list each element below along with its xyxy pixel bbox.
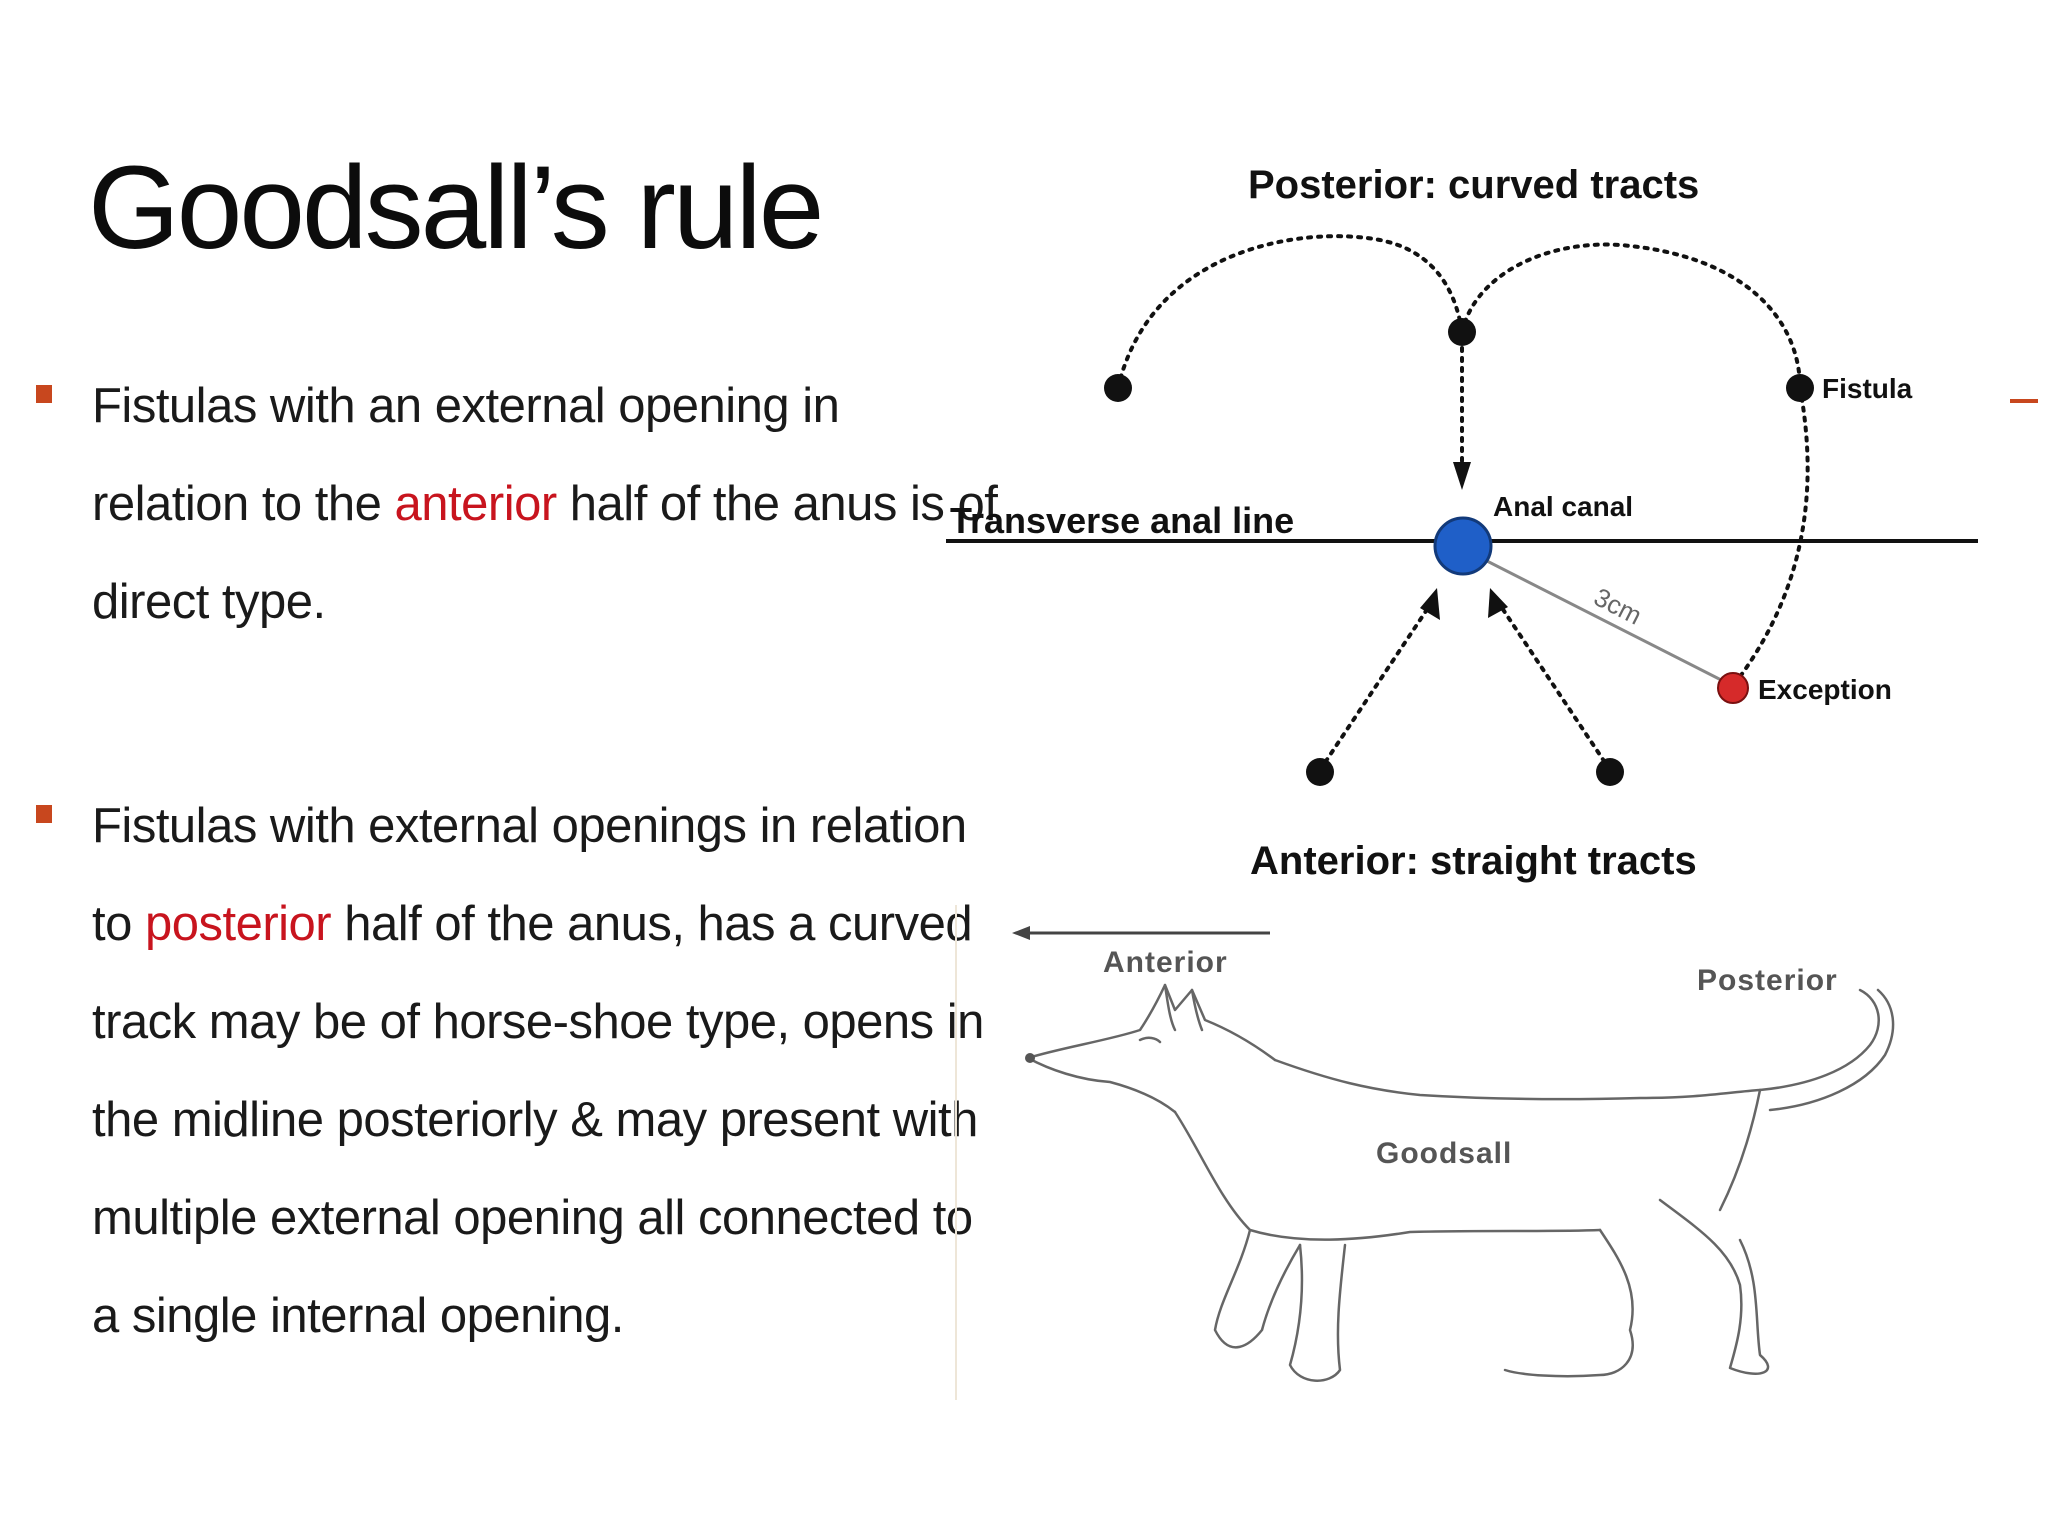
text-run: Fistulas with an external opening in bbox=[92, 379, 840, 433]
anal-canal bbox=[1433, 516, 1493, 576]
edge-accent-mark bbox=[2010, 399, 2038, 403]
dog-anterior-label: Anterior bbox=[1103, 946, 1228, 979]
anal-canal-label: Anal canal bbox=[1493, 491, 1633, 522]
anterior-arrow-head bbox=[1012, 926, 1030, 940]
text-run: relation to the bbox=[92, 477, 395, 531]
dog-posterior-label: Posterior bbox=[1697, 964, 1838, 997]
bullet-1-line-3: direct type. bbox=[92, 574, 326, 630]
posterior-heading: Posterior: curved tracts bbox=[1248, 163, 1699, 207]
arrow-head-right bbox=[1488, 588, 1508, 618]
highlight-anterior: anterior bbox=[394, 477, 558, 531]
curved-tract-right bbox=[1460, 242, 1802, 390]
text-run: half of the anus, has a curved bbox=[331, 897, 973, 951]
distance-line bbox=[1484, 558, 1734, 688]
bullet-2-line-4: the midline posteriorly & may present wi… bbox=[92, 1092, 978, 1148]
exception-label: Exception bbox=[1758, 674, 1892, 705]
straight-tract-right bbox=[1498, 603, 1612, 772]
text-run: half of the anus is of bbox=[556, 477, 998, 531]
dog-nose bbox=[1025, 1053, 1035, 1063]
transverse-line-label: Transverse anal line bbox=[950, 500, 1294, 541]
horseshoe-tract bbox=[1731, 386, 1810, 688]
text-run: direct type. bbox=[92, 575, 326, 629]
bullet-2-line-2: to posterior half of the anus, has a cur… bbox=[92, 896, 973, 952]
bullet-1-line-1: Fistulas with an external opening in bbox=[92, 378, 840, 434]
bullet-marker bbox=[36, 805, 52, 823]
opening-dot bbox=[1448, 318, 1476, 346]
bullet-2-line-5: multiple external opening all connected … bbox=[92, 1190, 973, 1246]
text-run: Fistulas with external openings in relat… bbox=[92, 799, 967, 853]
exception-dot bbox=[1717, 672, 1749, 704]
bullet-2-line-6: a single internal opening. bbox=[92, 1288, 624, 1344]
text-run: a single internal opening. bbox=[92, 1289, 624, 1343]
bullet-2-line-1: Fistulas with external openings in relat… bbox=[92, 798, 967, 854]
opening-dot bbox=[1596, 758, 1624, 786]
anterior-heading: Anterior: straight tracts bbox=[1250, 839, 1697, 883]
straight-tract-left bbox=[1318, 603, 1432, 772]
opening-dot bbox=[1104, 374, 1132, 402]
bullet-2-line-3: track may be of horse-shoe type, opens i… bbox=[92, 994, 984, 1050]
dog-outline bbox=[1026, 983, 1895, 1382]
highlight-posterior: posterior bbox=[144, 897, 332, 951]
fistula-label: Fistula bbox=[1822, 373, 1913, 404]
bullet-1-line-2: relation to the anterior half of the anu… bbox=[92, 476, 998, 532]
text-run: track may be of horse-shoe type, opens i… bbox=[92, 995, 984, 1049]
opening-dot bbox=[1786, 374, 1814, 402]
bullet-marker bbox=[36, 385, 52, 403]
text-run: to bbox=[92, 897, 145, 951]
arrow-head-down bbox=[1453, 462, 1471, 490]
text-run: the midline posteriorly & may present wi… bbox=[92, 1093, 978, 1147]
slide-title: Goodsall’s rule bbox=[88, 142, 824, 274]
opening-dot bbox=[1306, 758, 1334, 786]
curved-tract-left bbox=[1116, 234, 1464, 390]
text-run: multiple external opening all connected … bbox=[92, 1191, 973, 1245]
arrow-head-left bbox=[1420, 588, 1440, 620]
dog-body-label: Goodsall bbox=[1376, 1137, 1512, 1170]
